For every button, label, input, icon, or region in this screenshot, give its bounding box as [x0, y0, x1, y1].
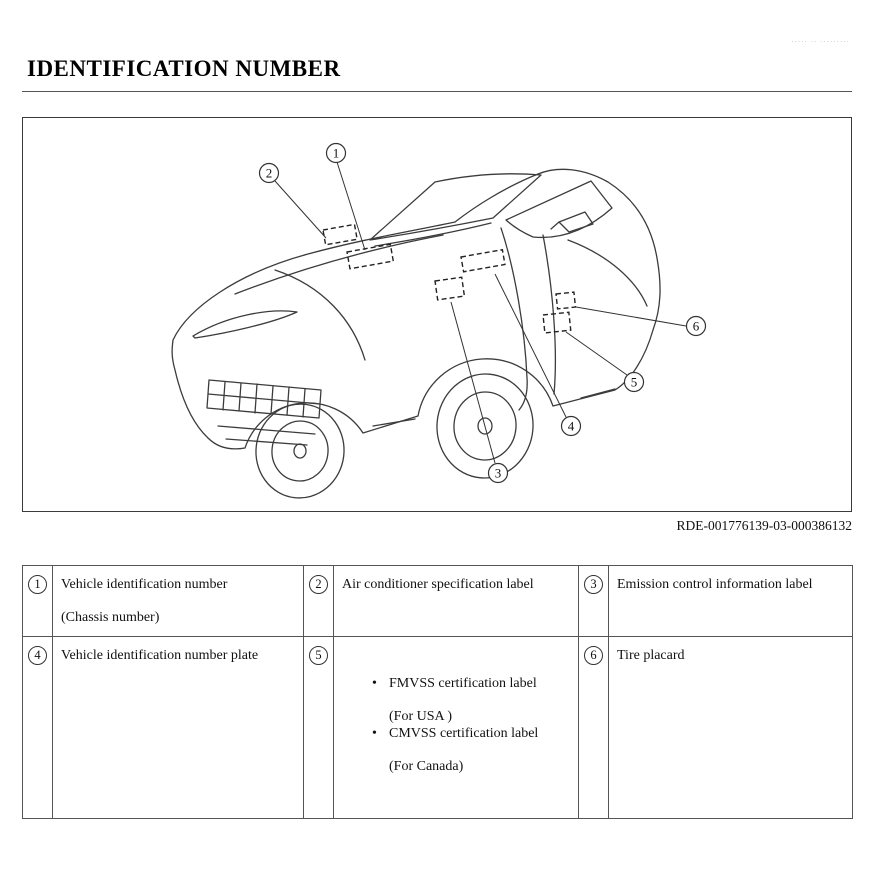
- table-row: 1 Vehicle identification number (Chassis…: [22, 565, 853, 637]
- label-location-1: [346, 243, 395, 270]
- item-2-description-cell: Air conditioner specification label: [333, 565, 579, 637]
- car-line-art: [171, 168, 661, 499]
- identification-table: 1 Vehicle identification number (Chassis…: [22, 565, 853, 819]
- circled-number-6: 6: [584, 646, 603, 665]
- leader-lines: [274, 161, 687, 464]
- svg-text:1: 1: [333, 146, 340, 161]
- bullet-icon: •: [372, 676, 377, 691]
- table-row: 4 Vehicle identification number plate 5 …: [22, 636, 853, 819]
- callout-5: 5: [623, 371, 645, 393]
- svg-text:6: 6: [693, 319, 700, 334]
- callout-2: 2: [258, 162, 280, 184]
- item-2-number-cell: 2: [303, 565, 334, 637]
- label-location-3: [434, 276, 466, 301]
- item-3-line: Emission control information label: [617, 577, 813, 592]
- fender-crease: [274, 269, 366, 361]
- callout-4: 4: [560, 415, 582, 437]
- callout-1: 1: [325, 142, 347, 164]
- title-divider: [22, 91, 852, 92]
- door-seam: [500, 227, 528, 411]
- item-5-line: FMVSS certification label: [389, 676, 537, 691]
- svg-text:2: 2: [266, 166, 273, 181]
- certification-label-list: • FMVSS certification label (For USA ) •…: [342, 647, 572, 775]
- callout-6: 6: [685, 315, 707, 337]
- item-6-description-cell: Tire placard: [608, 636, 853, 819]
- front-lip-line: [217, 425, 316, 446]
- item-5-line: CMVSS certification label: [389, 726, 539, 741]
- page-title: IDENTIFICATION NUMBER: [27, 56, 341, 81]
- item-1-number-cell: 1: [22, 565, 53, 637]
- item-1-description-cell: Vehicle identification number (Chassis n…: [52, 565, 304, 637]
- figure-reference-code: RDE-001776139-03-000386132: [676, 518, 853, 533]
- svg-text:5: 5: [631, 375, 638, 390]
- label-locations: [322, 223, 577, 334]
- circled-number-5: 5: [309, 646, 328, 665]
- item-3-description-cell: Emission control information label: [608, 565, 853, 637]
- list-item: • FMVSS certification label (For USA ): [372, 675, 572, 725]
- item-4-description-cell: Vehicle identification number plate: [52, 636, 304, 819]
- title-section: IDENTIFICATION NUMBER: [22, 56, 852, 92]
- callout-3: 3: [487, 462, 509, 484]
- grille: [206, 379, 322, 419]
- vehicle-diagram: 1 2 3 4 5: [171, 142, 707, 499]
- b-pillar-line: [542, 234, 557, 395]
- label-location-6: [555, 291, 577, 310]
- rocker-line: [372, 388, 616, 427]
- item-3-number-cell: 3: [578, 565, 609, 637]
- item-2-line: Air conditioner specification label: [342, 577, 534, 592]
- rear-wheel-icon: [436, 373, 534, 479]
- item-5-line: (For USA ): [389, 708, 453, 724]
- item-4-line: Vehicle identification number plate: [61, 648, 259, 663]
- front-wheel-icon: [255, 403, 345, 499]
- hood-crease: [234, 234, 444, 295]
- mirror-outline: [550, 211, 594, 233]
- svg-text:3: 3: [495, 466, 502, 481]
- item-1-line: Vehicle identification number: [61, 577, 228, 592]
- item-6-line: Tire placard: [617, 648, 685, 663]
- item-5-number-cell: 5: [303, 636, 334, 819]
- item-6-number-cell: 6: [578, 636, 609, 819]
- side-window-outline: [505, 180, 613, 239]
- item-4-number-cell: 4: [22, 636, 53, 819]
- windshield-outline: [369, 173, 542, 241]
- car-body-outline: [171, 168, 661, 450]
- item-5-line: (For Canada): [389, 758, 464, 774]
- label-location-2: [322, 223, 358, 246]
- bullet-text: FMVSS certification label (For USA ): [389, 675, 572, 725]
- svg-text:4: 4: [568, 419, 575, 434]
- item-1-line: (Chassis number): [61, 609, 160, 625]
- header-watermark: ····· ·· ·········: [791, 38, 850, 46]
- list-item: • CMVSS certification label (For Canada): [372, 725, 572, 775]
- bullet-text: CMVSS certification label (For Canada): [389, 725, 572, 775]
- cowl-line: [374, 222, 492, 247]
- circled-number-4: 4: [28, 646, 47, 665]
- bullet-icon: •: [372, 726, 377, 741]
- label-location-5: [542, 311, 572, 334]
- vehicle-diagram-frame: 1 2 3 4 5: [22, 117, 852, 512]
- circled-number-3: 3: [584, 575, 603, 594]
- circled-number-2: 2: [309, 575, 328, 594]
- circled-number-1: 1: [28, 575, 47, 594]
- headlight-outline: [192, 310, 298, 339]
- rear-haunch-line: [567, 239, 648, 307]
- callout-circles: 1 2 3 4 5: [258, 142, 707, 484]
- item-5-description-cell: • FMVSS certification label (For USA ) •…: [333, 636, 579, 819]
